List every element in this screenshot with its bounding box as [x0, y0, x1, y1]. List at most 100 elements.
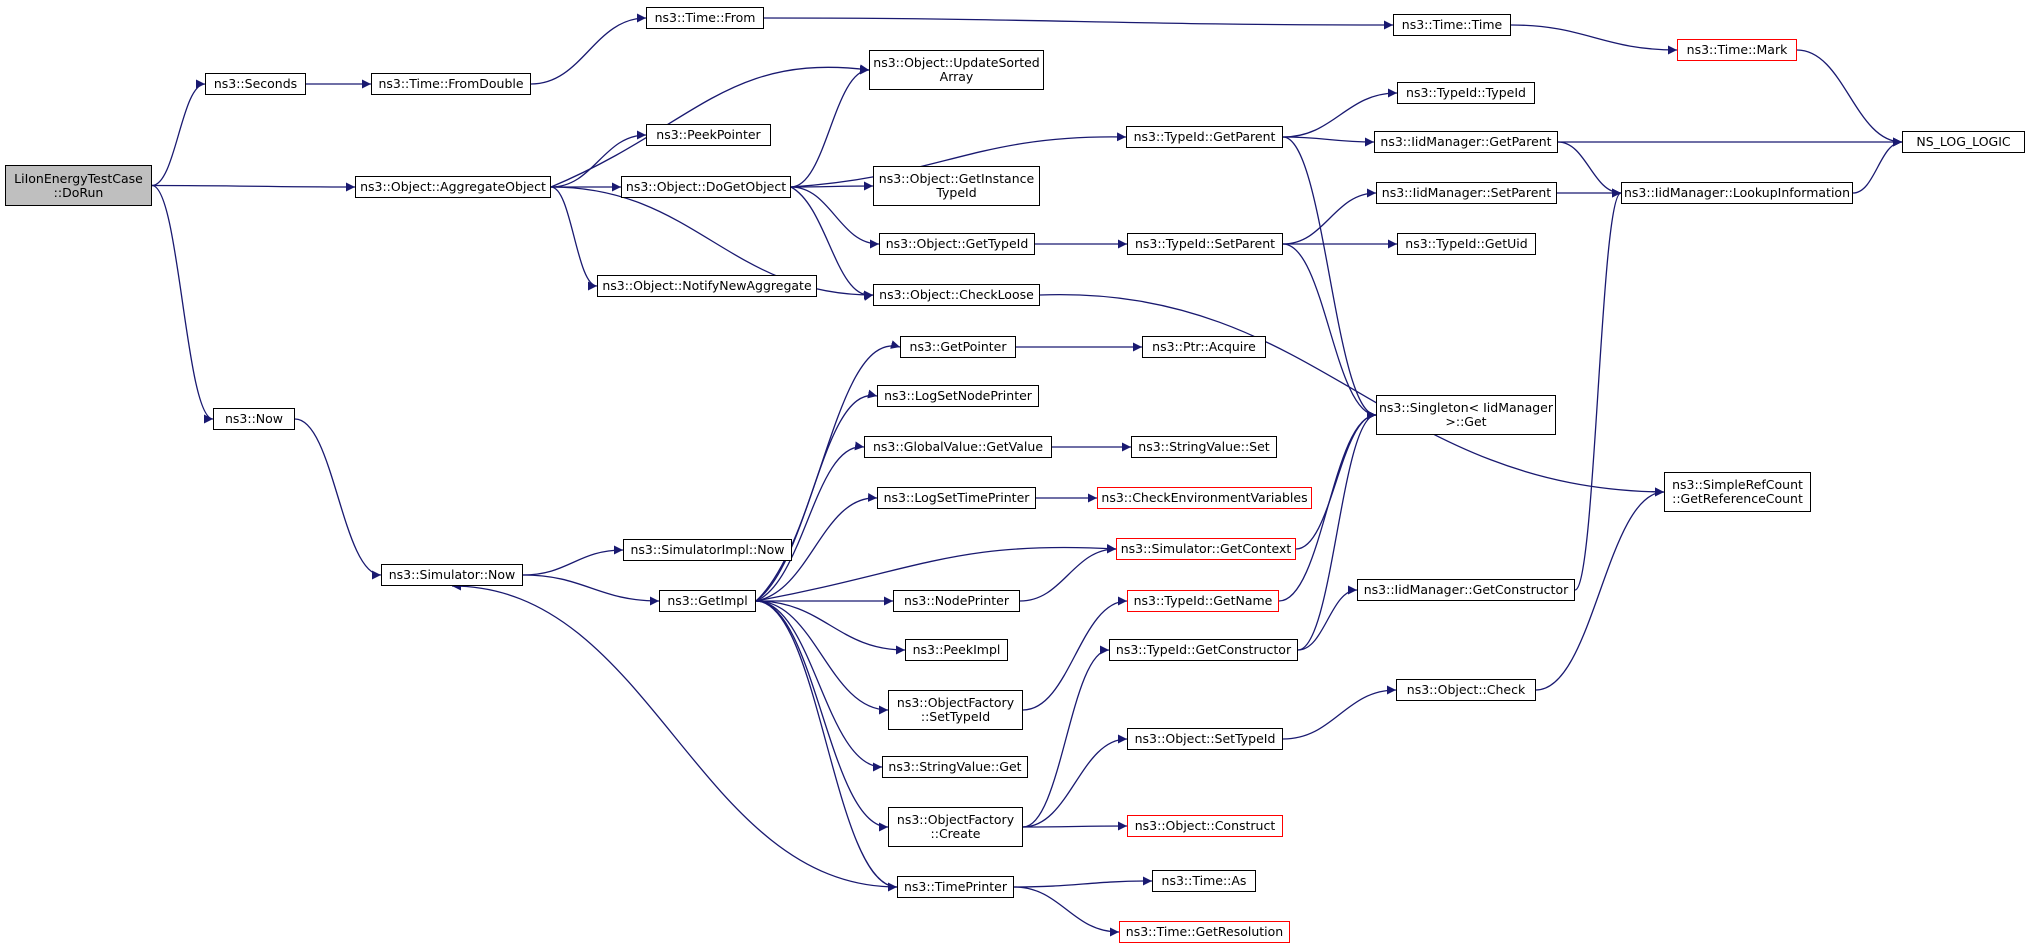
node-object-check[interactable]: ns3::Object::Check — [1396, 679, 1536, 701]
node-time-getresolution[interactable]: ns3::Time::GetResolution — [1119, 921, 1290, 943]
node-typeid-getname[interactable]: ns3::TypeId::GetName — [1127, 590, 1279, 612]
edge-simnow-to-simimplnow — [522, 545, 624, 576]
edge-ofcreate-to-construct — [1022, 821, 1128, 831]
edge-getimpl-to-logtimeprinter — [755, 493, 878, 602]
edge-dogetobject-to-objgettypeid — [790, 186, 880, 249]
edge-aggregate-to-notify — [550, 186, 598, 291]
node-stringvalue-set[interactable]: ns3::StringValue::Set — [1131, 436, 1277, 458]
node-simulatorimpl-now[interactable]: ns3::SimulatorImpl::Now — [623, 539, 792, 561]
node-iidmanager-getconstructor[interactable]: ns3::IidManager::GetConstructor — [1357, 579, 1575, 601]
edge-root-to-seconds — [151, 79, 206, 187]
edge-tgetparent-to-iidgetparent — [1282, 136, 1375, 147]
edge-root-to-aggregate — [151, 182, 356, 192]
node-object-construct[interactable]: ns3::Object::Construct — [1127, 815, 1283, 837]
node-getpointer[interactable]: ns3::GetPointer — [900, 336, 1016, 358]
edge-ofcreate-to-tgetctor — [1022, 645, 1110, 828]
edge-tgetparent-to-singleton — [1282, 136, 1377, 420]
node-logsettimeprinter[interactable]: ns3::LogSetTimePrinter — [877, 487, 1036, 509]
edge-mark-to-nslog — [1796, 49, 1903, 147]
node-object-gettypeid[interactable]: ns3::Object::GetTypeId — [879, 233, 1035, 255]
edge-from-to-time — [763, 17, 1394, 30]
edge-getimpl-to-stringget — [755, 600, 883, 772]
edge-checkloose-to-simpleref — [1039, 294, 1665, 497]
node-iidmanager-getparent[interactable]: ns3::IidManager::GetParent — [1374, 131, 1558, 153]
edge-simnow-to-getimpl — [522, 574, 660, 606]
edge-aggregate-to-updatesorted — [550, 64, 870, 188]
node-object-aggregateobject[interactable]: ns3::Object::AggregateObject — [355, 176, 551, 198]
node-iidmanager-setparent[interactable]: ns3::IidManager::SetParent — [1376, 182, 1557, 204]
node-peekpointer[interactable]: ns3::PeekPointer — [646, 124, 771, 146]
node-time-mark[interactable]: ns3::Time::Mark — [1677, 39, 1797, 61]
node-time-fromdouble[interactable]: ns3::Time::FromDouble — [371, 73, 531, 95]
edge-now-to-simnow — [294, 418, 382, 580]
node-timeprinter[interactable]: ns3::TimePrinter — [897, 876, 1014, 898]
node-stringvalue-get[interactable]: ns3::StringValue::Get — [882, 756, 1028, 778]
node-now[interactable]: ns3::Now — [213, 408, 295, 430]
node-time-as[interactable]: ns3::Time::As — [1152, 870, 1256, 892]
node-typeid-getuid[interactable]: ns3::TypeId::GetUid — [1397, 233, 1536, 255]
edge-getimpl-to-lognodeprinter — [755, 389, 878, 602]
edge-root-to-now — [151, 184, 214, 424]
node-typeid-setparent[interactable]: ns3::TypeId::SetParent — [1127, 233, 1283, 255]
node-time-from[interactable]: ns3::Time::From — [646, 7, 764, 29]
node-object-getinstancetypeid[interactable]: ns3::Object::GetInstance TypeId — [873, 166, 1040, 206]
edge-dogetobject-to-getinstance — [790, 181, 874, 191]
edge-timeprinter-to-timeas — [1013, 876, 1153, 888]
edge-tsetparent-to-iidsetparent — [1282, 188, 1377, 245]
edge-iidlookup-to-nslog — [1852, 137, 1903, 194]
edge-objsettypeid-to-objcheck — [1282, 685, 1397, 740]
node-seconds[interactable]: ns3::Seconds — [205, 73, 306, 95]
edge-tgetname-to-singleton — [1278, 410, 1377, 602]
edge-timeprinter-to-getres — [1013, 886, 1120, 937]
edge-getimpl-to-timeprinter — [755, 600, 898, 892]
node-getimpl[interactable]: ns3::GetImpl — [659, 590, 756, 612]
node-object-checkloose[interactable]: ns3::Object::CheckLoose — [873, 284, 1040, 306]
node-object-dogetobject[interactable]: ns3::Object::DoGetObject — [621, 176, 791, 198]
node-nodeprinter[interactable]: ns3::NodePrinter — [893, 590, 1020, 612]
edge-getimpl-to-peekimpl — [755, 600, 906, 655]
node-typeid-typeid[interactable]: ns3::TypeId::TypeId — [1397, 82, 1535, 104]
edge-tgetctor-to-iidgetctor — [1297, 585, 1358, 651]
node-peekimpl[interactable]: ns3::PeekImpl — [905, 639, 1008, 661]
node-logsetnodeprinter[interactable]: ns3::LogSetNodePrinter — [877, 385, 1039, 407]
node-simulator-getcontext[interactable]: ns3::Simulator::GetContext — [1116, 538, 1296, 560]
edge-iidgetctor-to-iidlookup — [1574, 188, 1622, 591]
node-checkenvironmentvariables[interactable]: ns3::CheckEnvironmentVariables — [1097, 487, 1312, 509]
edge-ofsettypeid-to-tgetname — [1022, 596, 1128, 711]
node-time-time[interactable]: ns3::Time::Time — [1393, 14, 1511, 36]
edge-aggregate-to-peekpointer — [550, 130, 647, 188]
node-object-notifynewaggregate[interactable]: ns3::Object::NotifyNewAggregate — [597, 275, 817, 297]
edge-aggregate-to-checkloose — [550, 186, 874, 300]
node-object-settypeid[interactable]: ns3::Object::SetTypeId — [1127, 728, 1283, 750]
edge-getimpl-to-simgetcontext — [755, 544, 1117, 602]
edge-tgetparent-to-ttypeid — [1282, 88, 1398, 138]
node-iidmanager-lookupinformation[interactable]: ns3::IidManager::LookupInformation — [1621, 182, 1853, 204]
node-globalvalue-getvalue[interactable]: ns3::GlobalValue::GetValue — [864, 436, 1052, 458]
edge-getimpl-to-ofsettypeid — [755, 600, 889, 715]
node-typeid-getparent[interactable]: ns3::TypeId::GetParent — [1126, 126, 1283, 148]
node-simulator-now[interactable]: ns3::Simulator::Now — [381, 564, 523, 586]
node-typeid-getconstructor[interactable]: ns3::TypeId::GetConstructor — [1109, 639, 1298, 661]
node-liion-energy-test-case-dorun: LiIonEnergyTestCase ::DoRun — [5, 165, 152, 206]
edge-ofcreate-to-objsettypeid — [1022, 734, 1128, 828]
node-object-updatesortedarray[interactable]: ns3::Object::UpdateSorted Array — [869, 50, 1044, 90]
node-objectfactory-settypeid[interactable]: ns3::ObjectFactory ::SetTypeId — [888, 690, 1023, 730]
edge-dogetobject-to-tgetparent — [790, 132, 1127, 188]
edge-nodeprinter-to-simgetcontext — [1019, 544, 1117, 602]
node-singleton-iidmanager-get[interactable]: ns3::Singleton< IidManager >::Get — [1376, 395, 1556, 435]
edge-dogetobject-to-updatesorted — [790, 65, 870, 188]
node-simplerefcount-getreferencecount[interactable]: ns3::SimpleRefCount ::GetReferenceCount — [1664, 472, 1811, 512]
edge-getimpl-to-globalvalue — [755, 441, 865, 602]
edge-dogetobject-to-checkloose — [790, 186, 874, 301]
edge-getimpl-to-getpointer — [755, 340, 901, 602]
node-ns-log-logic[interactable]: NS_LOG_LOGIC — [1902, 131, 2025, 153]
node-ptr-acquire[interactable]: ns3::Ptr::Acquire — [1142, 336, 1266, 358]
edge-time-to-mark — [1510, 24, 1678, 55]
node-objectfactory-create[interactable]: ns3::ObjectFactory ::Create — [888, 807, 1023, 847]
edge-fromdouble-to-from — [530, 13, 647, 85]
edge-tgetctor-to-singleton — [1297, 410, 1377, 651]
edge-objcheck-to-simpleref — [1535, 487, 1665, 691]
edge-tsetparent-to-singleton — [1282, 243, 1377, 420]
